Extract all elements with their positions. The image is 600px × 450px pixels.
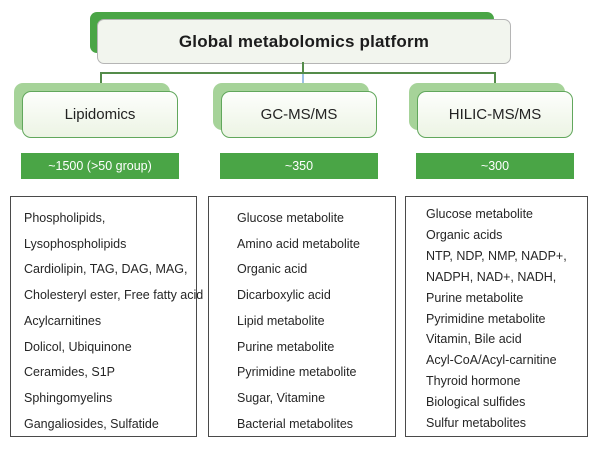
count-badge-lipidomics: ~1500 (>50 group) xyxy=(21,153,179,179)
list-item: Thyroid hormone xyxy=(426,374,521,389)
header-box-lipidomics: Lipidomics xyxy=(22,91,178,138)
connector-stub-center xyxy=(302,74,304,91)
connector-horizontal xyxy=(100,72,496,74)
header-label-gcmsms: GC-MS/MS xyxy=(260,106,338,123)
connector-stub-right xyxy=(494,72,496,86)
list-item: Pyrimidine metabolite xyxy=(237,365,357,380)
list-item: Purine metabolite xyxy=(237,339,335,354)
list-item: NTP, NDP, NMP, NADP+, xyxy=(426,248,567,263)
list-item: Purine metabolite xyxy=(426,290,524,305)
list-item: Organic acid xyxy=(237,262,308,277)
list-item: Sugar, Vitamine xyxy=(237,390,326,405)
list-item: Pyrimidine metabolite xyxy=(426,311,546,326)
list-item: Cardiolipin, TAG, DAG, MAG, xyxy=(24,262,188,277)
title-box: Global metabolomics platform xyxy=(97,19,511,64)
list-item: Glucose metabolite xyxy=(426,207,534,221)
list-item: Glucose metabolite xyxy=(237,211,345,225)
list-item: NADPH, NAD+, NADH, xyxy=(426,269,557,284)
header-box-gcmsms: GC-MS/MS xyxy=(221,91,377,138)
page-title: Global metabolomics platform xyxy=(178,31,430,51)
connector-top-vertical xyxy=(302,62,304,73)
list-item: Gangaliosides, Sulfatide xyxy=(24,416,159,431)
list-item: Bacterial metabolites xyxy=(237,416,354,431)
list-item: Dolicol, Ubiquinone xyxy=(24,339,132,354)
header-box-hilicmsms: HILIC-MS/MS xyxy=(417,91,573,138)
list-item: Dicarboxylic acid xyxy=(237,288,331,303)
list-item: Vitamin, Bile acid xyxy=(426,332,522,347)
list-item: Lipid metabolite xyxy=(237,313,325,328)
header-label-hilicmsms: HILIC-MS/MS xyxy=(448,106,542,123)
count-badge-hilicmsms: ~300 xyxy=(416,153,574,179)
list-item: Amino acid metabolite xyxy=(237,236,360,251)
list-item: Ceramides, S1P xyxy=(24,365,116,380)
list-item: Acylcarnitines xyxy=(24,313,102,328)
list-item: Acyl-CoA/Acyl-carnitine xyxy=(426,353,557,368)
header-label-lipidomics: Lipidomics xyxy=(64,106,136,123)
list-item: Lysophospholipids xyxy=(24,236,127,251)
list-item: Sulfur metabolites xyxy=(426,416,527,431)
list-item: Phospholipids, xyxy=(24,211,106,225)
list-item: Biological sulfides xyxy=(426,395,526,410)
list-item: Organic acids xyxy=(426,227,503,242)
connector-stub-left xyxy=(100,72,102,86)
list-item: Cholesteryl ester, Free fatty acid xyxy=(24,288,204,303)
list-item: Sphingomyelins xyxy=(24,390,113,405)
count-badge-gcmsms: ~350 xyxy=(220,153,378,179)
